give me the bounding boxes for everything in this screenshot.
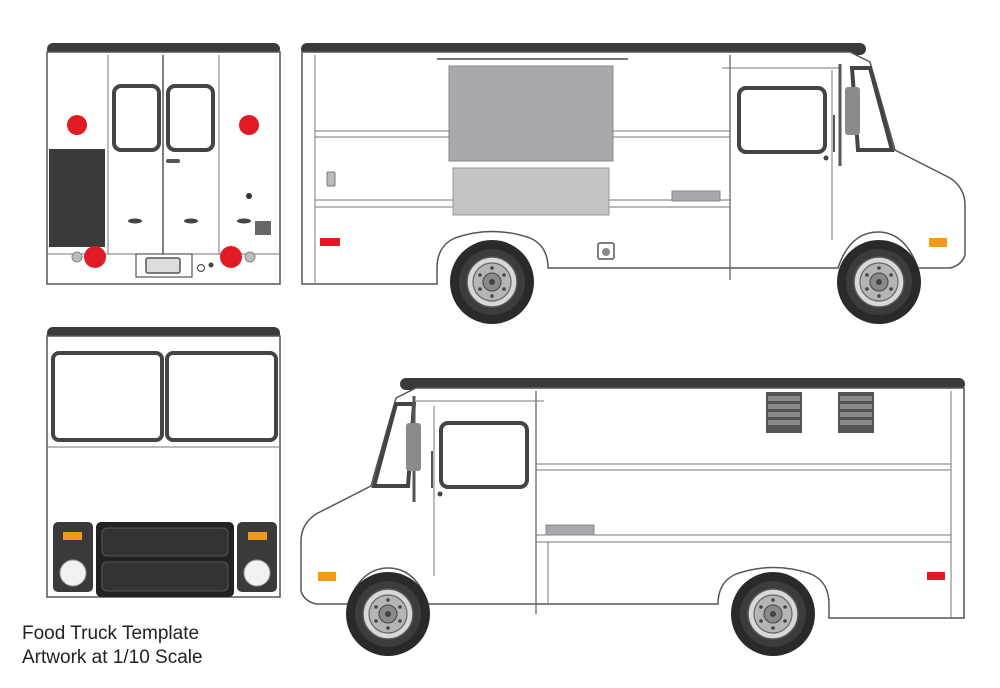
rear-lower-light-left [84,246,106,268]
roof-vent-left [766,392,802,433]
template-caption: Food Truck Template Artwork at 1/10 Scal… [22,622,203,670]
front-view [46,327,281,598]
turn-signal-right [248,532,267,540]
left-rear-wheel [730,571,816,657]
left-mirror [406,423,421,471]
right-front-wheel [836,239,922,325]
license-plate [145,257,181,274]
left-roof [400,378,965,390]
right-front-marker-light [929,238,947,247]
windshield-left [51,351,164,442]
headlight-left [59,559,87,587]
right-cab-door-window [737,86,827,154]
serving-counter [452,167,610,216]
left-cab-door-window [439,421,529,489]
rear-lower-light-right [220,246,242,268]
right-rear-wheel [449,239,535,325]
left-front-marker-light [318,572,336,581]
left-side-view [300,378,965,657]
rear-tail-light-right [239,115,259,135]
rear-window-left [112,84,161,152]
left-front-wheel [345,571,431,657]
serving-window [448,65,614,162]
rear-vent-icon [255,221,271,235]
right-mirror [845,87,860,135]
rear-side-panel [49,149,105,247]
caption-scale: Artwork at 1/10 Scale [22,647,203,668]
rear-door-handle [166,159,180,163]
right-rear-marker-light [320,238,340,246]
roof-vent-right [838,392,874,433]
caption-title: Food Truck Template [22,623,200,644]
right-side-view [301,43,966,325]
left-rear-marker-light [927,572,945,580]
headlight-right [243,559,271,587]
rear-tail-light-left [67,115,87,135]
turn-signal-left [63,532,82,540]
rear-window-right [166,84,215,152]
rear-view [46,43,281,285]
windshield-right [165,351,278,442]
